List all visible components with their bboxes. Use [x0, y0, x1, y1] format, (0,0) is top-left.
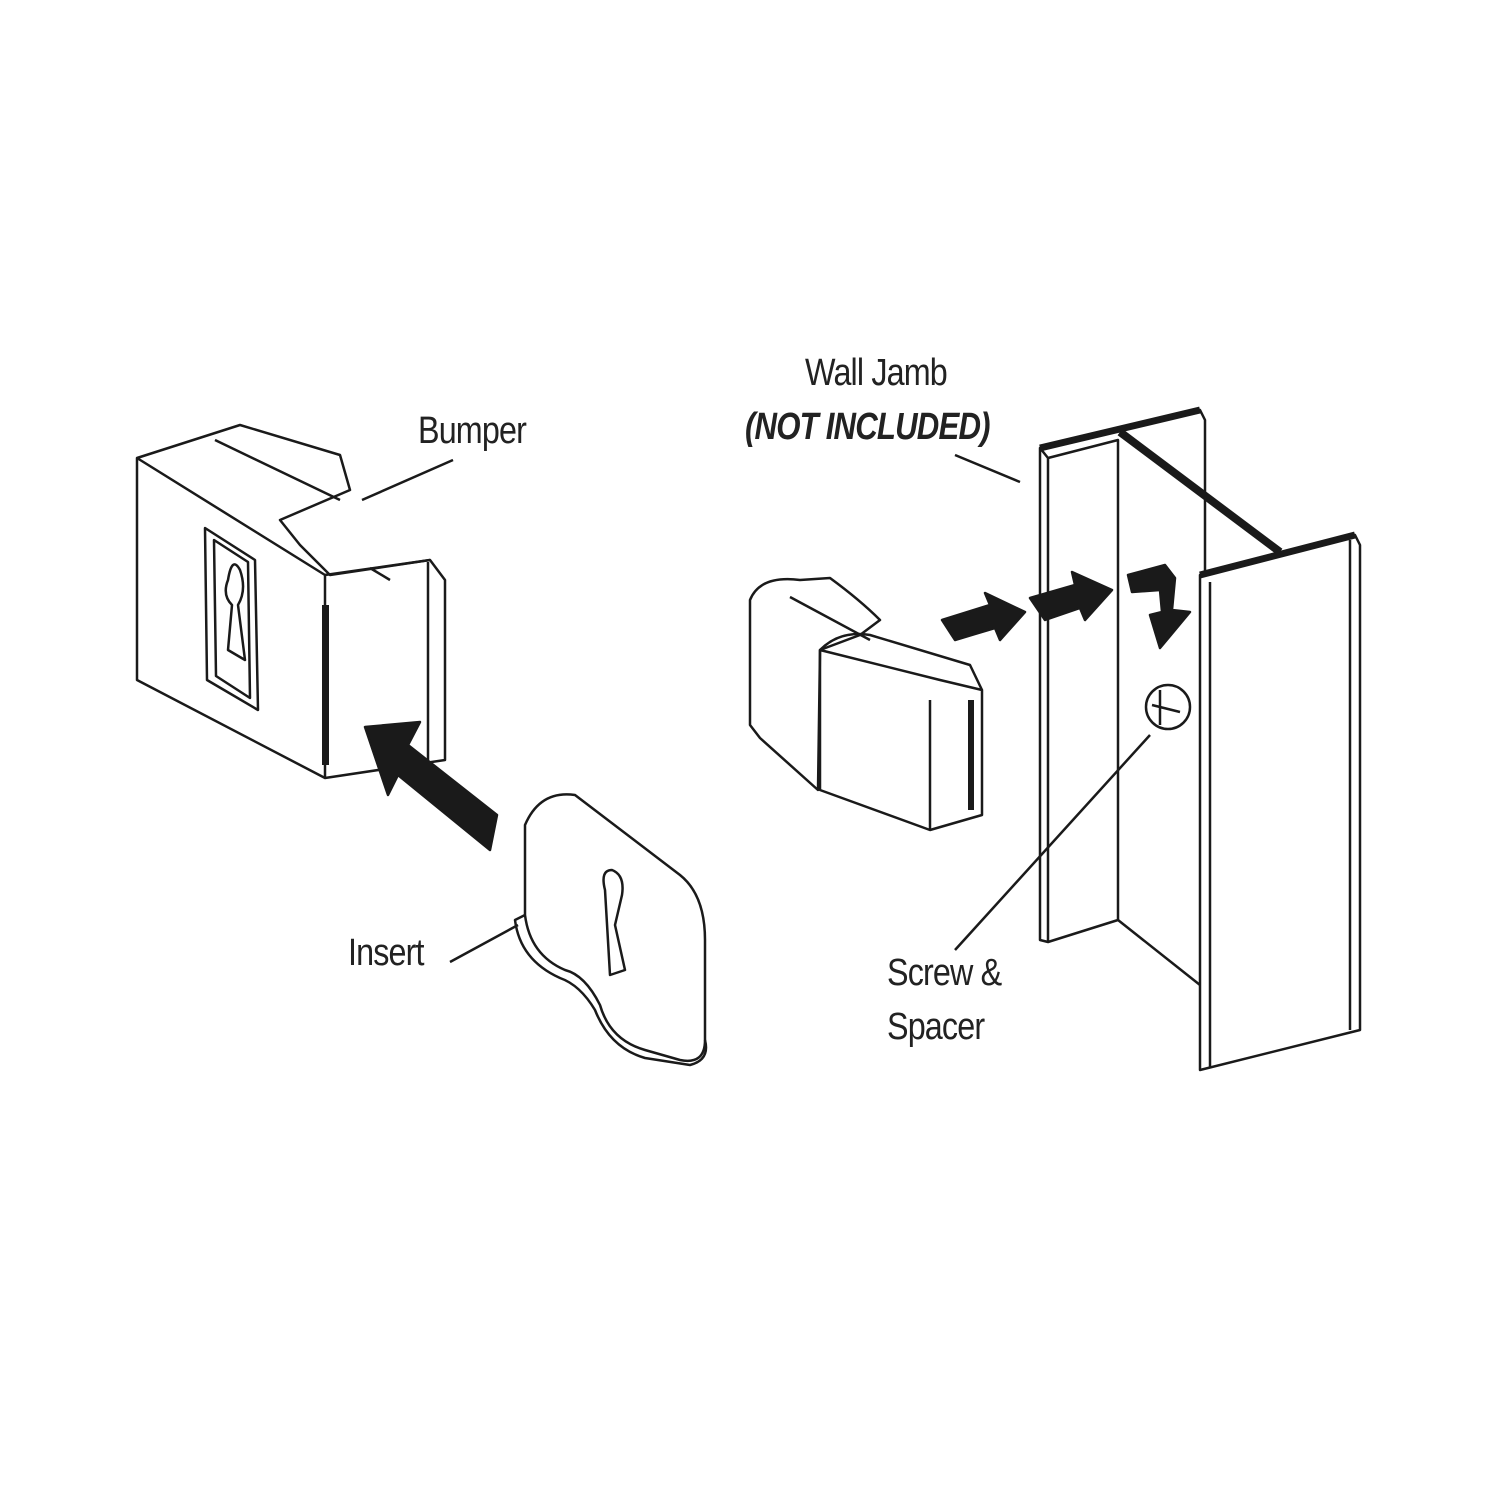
- insert-leader: [449, 923, 519, 964]
- label-spacer: Spacer: [887, 1006, 985, 1048]
- bumper-leader: [361, 458, 454, 502]
- label-wall-jamb: Wall Jamb: [805, 352, 948, 394]
- bumper-part: [135, 423, 447, 780]
- mounting-arrows: [940, 563, 1192, 650]
- label-insert: Insert: [348, 932, 425, 974]
- wall-jamb: [1038, 406, 1362, 1072]
- label-bumper: Bumper: [418, 410, 527, 452]
- insert-part: [513, 793, 708, 1067]
- label-screw: Screw &: [887, 952, 1002, 994]
- bumper-installed: [748, 576, 984, 832]
- insert-arrow: [363, 720, 499, 852]
- jamb-leader: [954, 453, 1021, 484]
- label-not-included: (NOT INCLUDED): [745, 406, 991, 448]
- screw-leader: [954, 734, 1151, 951]
- screw-head: [1144, 683, 1192, 731]
